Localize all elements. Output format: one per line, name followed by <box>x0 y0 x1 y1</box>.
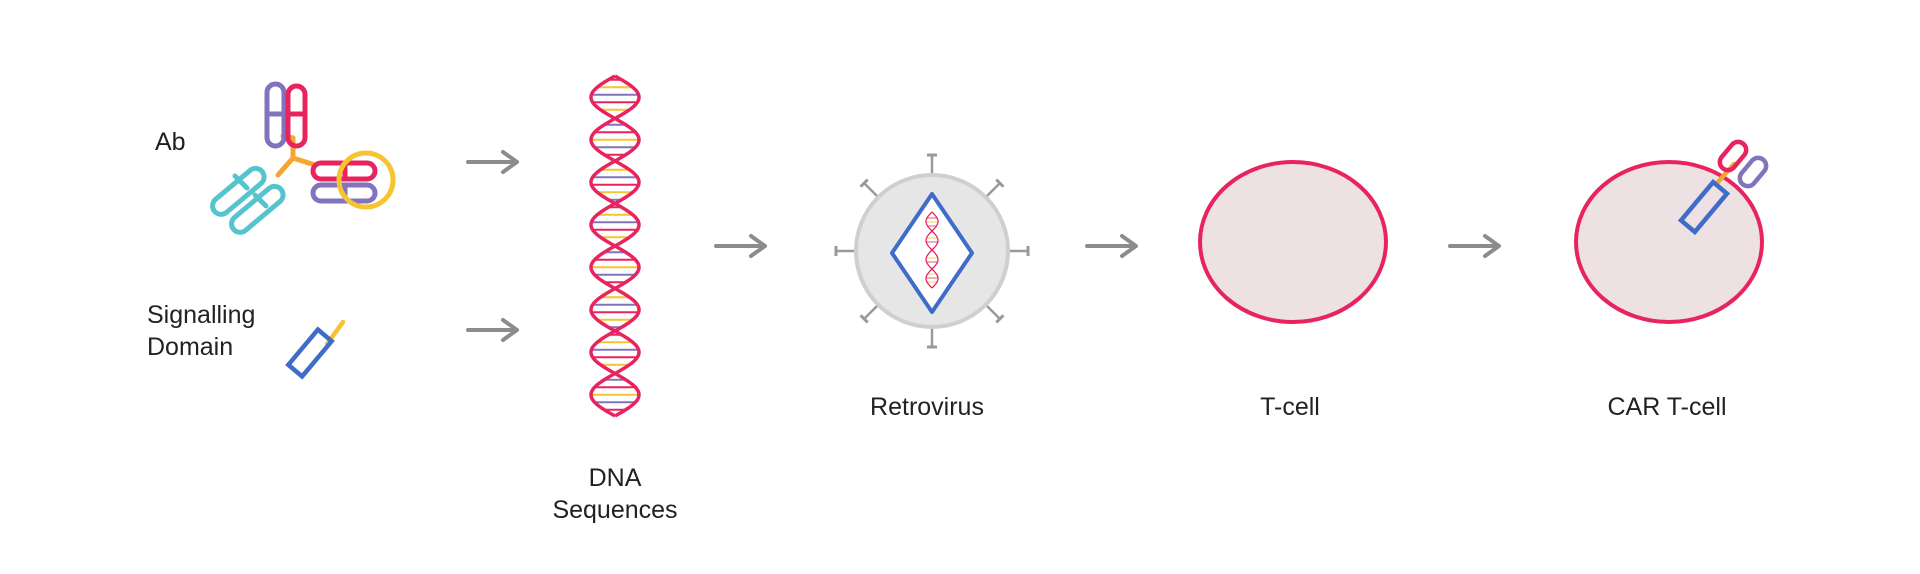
retrovirus-icon <box>836 155 1028 347</box>
dna-label-line1: DNA <box>589 462 642 494</box>
virus-spike <box>986 305 1000 319</box>
virus-spike <box>864 305 878 319</box>
antibody-chain <box>209 165 267 218</box>
virus-spike <box>864 183 878 197</box>
dna-helix-icon <box>591 76 639 416</box>
t-cell-label: T-cell <box>1260 391 1320 423</box>
signalling-domain-icon <box>288 322 343 376</box>
arrow-right-icon <box>716 236 765 256</box>
dna-label-line2: Sequences <box>552 494 677 526</box>
t-cell-icon <box>1200 162 1386 322</box>
antibody-hinge <box>293 158 315 165</box>
car-t-cell-label: CAR T-cell <box>1607 391 1726 423</box>
antibody-icon <box>209 84 393 236</box>
car-t-cell-icon <box>1576 139 1769 322</box>
arrow-right-icon <box>468 320 517 340</box>
retrovirus-label: Retrovirus <box>870 391 984 423</box>
signalling-domain-label-line2: Domain <box>147 331 233 363</box>
virus-spike <box>986 183 1000 197</box>
signalling-domain-label-line1: Signalling <box>147 299 255 331</box>
antibody-chain <box>228 183 286 236</box>
arrow-right-icon <box>468 152 517 172</box>
antibody-hinge <box>278 158 293 175</box>
car-t-cell-body <box>1576 162 1762 322</box>
arrow-right-icon <box>1087 236 1136 256</box>
arrow-right-icon <box>1450 236 1499 256</box>
antibody-label: Ab <box>155 126 186 158</box>
